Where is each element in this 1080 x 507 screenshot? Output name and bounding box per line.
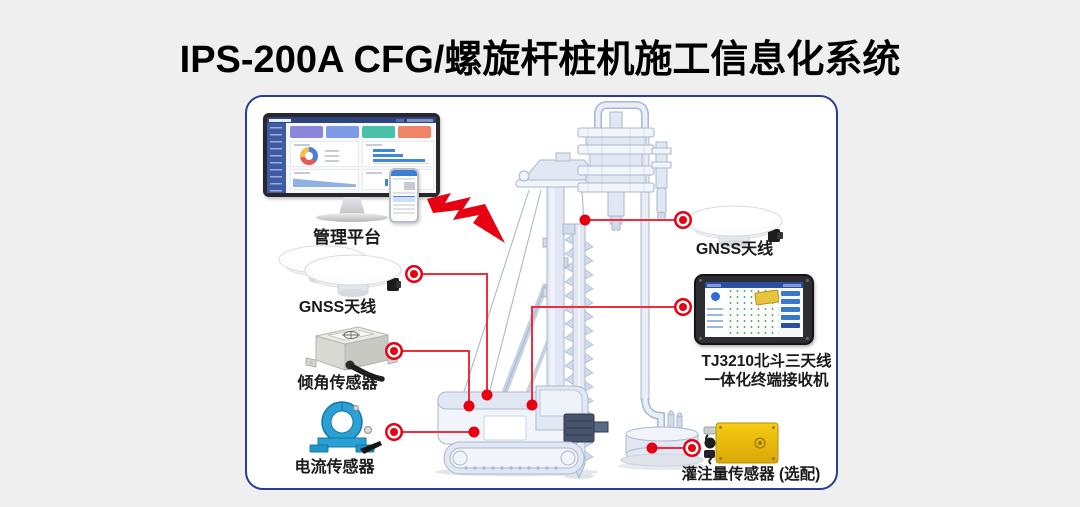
diagram-panel: 管理平台 GNSS天线 xyxy=(245,95,838,490)
stat-card-3 xyxy=(362,126,395,138)
connector-dot-pump xyxy=(646,442,658,454)
monitor-stand xyxy=(339,197,365,215)
gnss-right-label: GNSS天线 xyxy=(695,241,774,258)
stat-card-4 xyxy=(398,126,431,138)
dashboard-header-bar xyxy=(267,117,436,123)
connector-dot-body-left xyxy=(463,400,475,412)
mobile-app-phone xyxy=(389,168,419,223)
flow-sensor-label: 灌注量传感器 (选配) xyxy=(681,466,821,483)
page-title: IPS-200A CFG/螺旋杆桩机施工信息化系统 xyxy=(179,39,901,81)
rig-position-marker xyxy=(754,289,780,306)
dashboard-sidebar xyxy=(267,123,286,193)
connector-line-gnss-left-v xyxy=(486,273,488,395)
receiver-label-line2: 一体化终端接收机 xyxy=(704,372,829,389)
connector-line-tilt-v xyxy=(468,350,470,406)
connector-ring-flow xyxy=(688,444,696,452)
stat-card-2 xyxy=(326,126,359,138)
flow-sensor-icon xyxy=(703,422,779,465)
gnss-antenna-right-icon xyxy=(685,205,783,248)
gnss-left-label: GNSS天线 xyxy=(298,299,377,316)
receiver-screen xyxy=(705,282,803,337)
connector-line-tablet-v xyxy=(531,306,533,406)
connector-dot-mast-top xyxy=(579,214,591,226)
connector-ring-gnss-right xyxy=(679,216,687,224)
donut-chart xyxy=(300,147,318,165)
connector-ring-current xyxy=(390,428,398,436)
connector-line-gnss-left-h xyxy=(414,273,488,275)
drilling-rig-illustration xyxy=(435,101,706,480)
phone-chart xyxy=(393,196,415,202)
area-chart-panel xyxy=(290,169,359,190)
current-sensor-label: 电流传感器 xyxy=(294,459,375,476)
receiver-label-line1: TJ3210北斗三天线 xyxy=(701,353,832,370)
connector-dot-body-lower xyxy=(468,426,480,438)
area-chart xyxy=(293,178,356,187)
connector-line-tilt-h xyxy=(394,350,470,352)
connector-ring-tablet xyxy=(679,303,687,311)
connector-line-tablet-h xyxy=(531,306,683,308)
monitor-base xyxy=(316,213,388,222)
receiver-tablet xyxy=(694,274,814,345)
connector-dot-cab xyxy=(526,399,538,411)
tilt-sensor-label: 倾角传感器 xyxy=(297,375,378,392)
management-platform-monitor xyxy=(263,113,440,197)
dashboard-screen xyxy=(267,117,436,193)
connector-line-current xyxy=(394,431,474,433)
phone-app-header xyxy=(391,170,417,176)
gnss-antenna-left-icon xyxy=(278,245,402,297)
connector-line-gnss-right xyxy=(585,219,683,221)
lightning-icon xyxy=(427,193,505,243)
connector-dot-roof xyxy=(481,389,493,401)
pile-grid xyxy=(727,288,780,337)
connector-ring-gnss-left xyxy=(410,270,418,278)
bar-chart-panel xyxy=(362,141,434,167)
connector-line-flow xyxy=(652,447,692,449)
donut-chart-panel xyxy=(290,141,359,167)
connector-ring-tilt xyxy=(390,347,398,355)
tilt-sensor-icon xyxy=(305,326,398,382)
stat-card-1 xyxy=(290,126,323,138)
current-sensor-icon xyxy=(309,401,382,454)
platform-label: 管理平台 xyxy=(313,228,381,247)
